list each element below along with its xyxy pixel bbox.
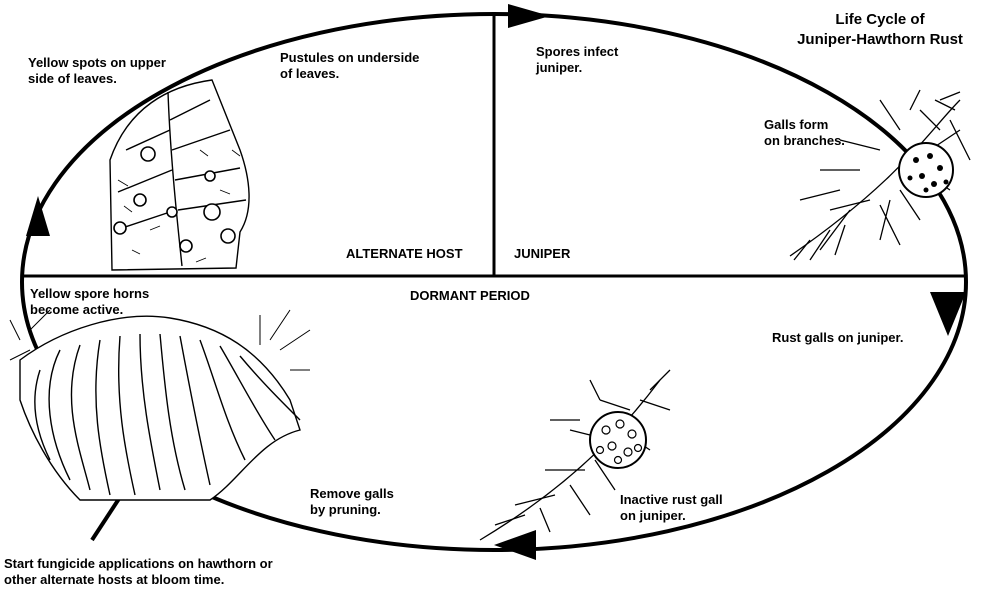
stage-remove-galls: Remove galls by pruning. xyxy=(310,486,394,518)
arrow-top-right-icon xyxy=(508,4,550,28)
juniper-gall-illustration-top xyxy=(790,90,970,260)
arrow-bottom-icon xyxy=(494,530,536,560)
arrow-left-icon xyxy=(26,196,50,236)
stage-yellow-spots: Yellow spots on upper side of leaves. xyxy=(28,55,166,87)
section-label-juniper: JUNIPER xyxy=(514,246,570,262)
section-label-dormant-period: DORMANT PERIOD xyxy=(410,288,530,304)
section-label-alternate-host: ALTERNATE HOST xyxy=(346,246,463,262)
stage-rust-galls: Rust galls on juniper. xyxy=(772,330,903,346)
stage-inactive-gall: Inactive rust gall on juniper. xyxy=(620,492,723,524)
stage-spore-horns: Yellow spore horns become active. xyxy=(30,286,149,318)
stage-spores-infect: Spores infect juniper. xyxy=(536,44,618,76)
spore-horns-illustration xyxy=(10,310,310,500)
diagram-title: Life Cycle of Juniper-Hawthorn Rust xyxy=(778,10,982,50)
stage-pustules: Pustules on underside of leaves. xyxy=(280,50,419,82)
stage-galls-form: Galls form on branches. xyxy=(764,117,845,149)
stage-fungicide: Start fungicide applications on hawthorn… xyxy=(4,556,273,588)
